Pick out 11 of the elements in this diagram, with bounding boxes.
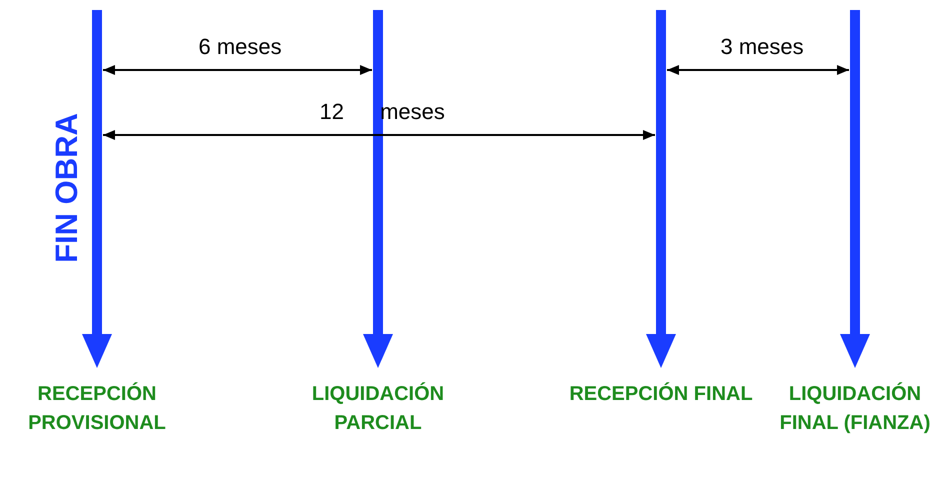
timeline-arrow	[840, 10, 870, 368]
duration-label: 3 meses	[720, 34, 804, 60]
milestone-label: RECEPCIÓN PROVISIONAL	[2, 380, 192, 438]
timeline-arrow	[363, 10, 393, 368]
milestone-title: FIN OBRA	[48, 113, 85, 263]
milestone-label: RECEPCIÓN FINAL	[566, 380, 756, 409]
milestone-label: LIQUIDACIÓN PARCIAL	[283, 380, 473, 438]
timeline-arrow	[82, 10, 112, 368]
timeline-arrow	[646, 10, 676, 368]
duration-label: 6 meses	[198, 34, 282, 60]
milestone-label: LIQUIDACIÓN FINAL (FIANZA)	[760, 380, 941, 438]
